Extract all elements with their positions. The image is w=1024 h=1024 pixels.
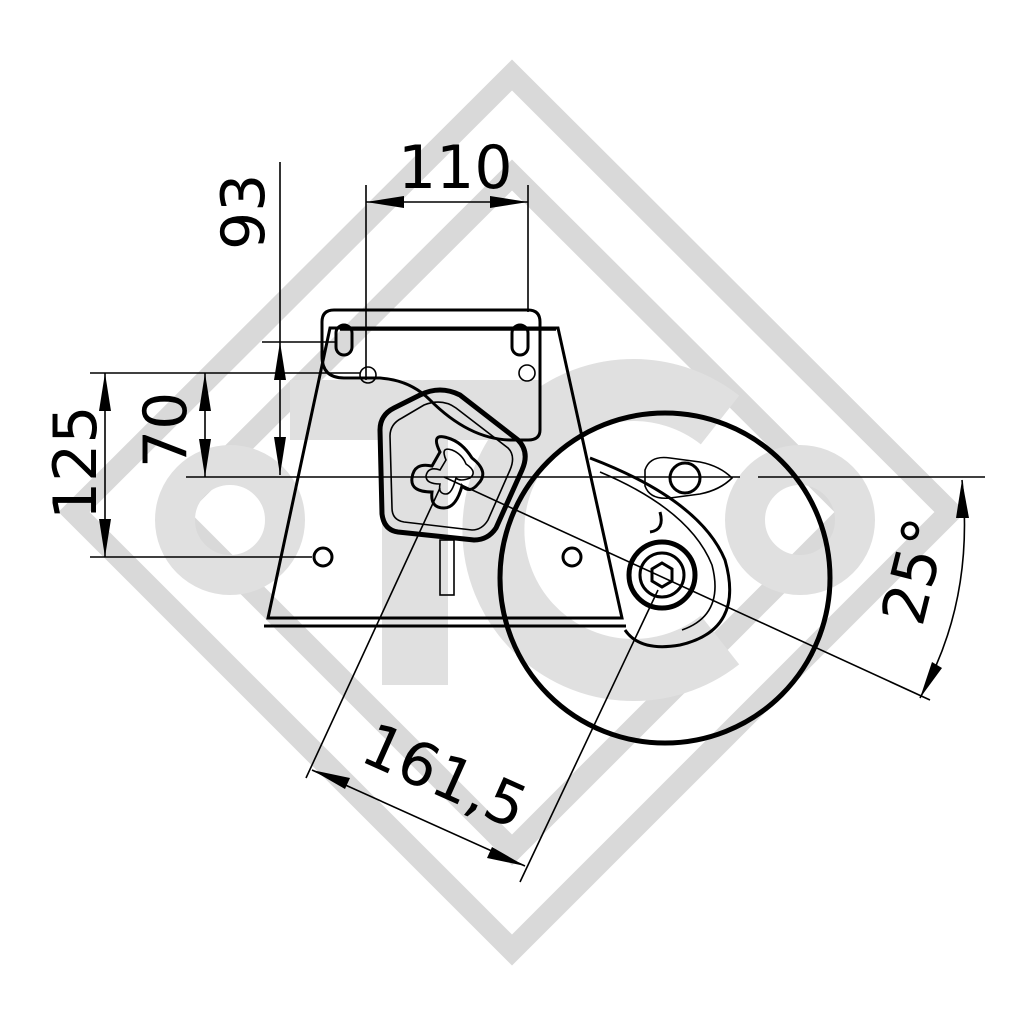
dimension-110: [365, 185, 529, 380]
dimension-25-degree: [919, 479, 969, 699]
torsion-shaft: [439, 539, 455, 596]
torsion-housing: [377, 387, 528, 543]
dimension-93: [262, 162, 336, 475]
locking-pin: [644, 456, 734, 500]
hub: [626, 539, 698, 611]
watermark-diamond-inner: [158, 159, 866, 866]
mounting-plate: [266, 326, 624, 620]
dimension-70: [199, 373, 211, 477]
torsion-core-inner: [425, 448, 474, 495]
wheel-disc: [497, 410, 833, 746]
arm-angle-line: [443, 476, 931, 701]
torsion-housing-inner: [389, 401, 514, 531]
watermark-letter-e-right: [725, 445, 875, 595]
plate-hole-left: [312, 546, 334, 568]
bracket-hole-left: [359, 366, 377, 384]
watermark-diamond-outer: [58, 59, 966, 966]
swing-arm: [589, 456, 732, 649]
dimension-25-degree-label: 25°: [869, 511, 963, 631]
dimension-93-label: 93: [209, 174, 279, 250]
bracket-slot-left: [334, 323, 354, 357]
dimension-70-label: 70: [131, 392, 201, 468]
bracket-slot-right: [510, 323, 530, 357]
dimension-125: [90, 372, 360, 558]
hub-hex: [650, 561, 674, 589]
plate-hole-right: [561, 546, 583, 568]
dimension-110-label: 110: [398, 133, 513, 203]
watermark-letter-e-left: [155, 445, 305, 595]
bracket-hole-right: [518, 364, 536, 382]
dimension-125-label: 125: [41, 405, 111, 520]
dimension-161-5: [305, 487, 659, 883]
swing-arm-inner: [599, 471, 716, 631]
swing-arm-hook: [649, 511, 663, 534]
